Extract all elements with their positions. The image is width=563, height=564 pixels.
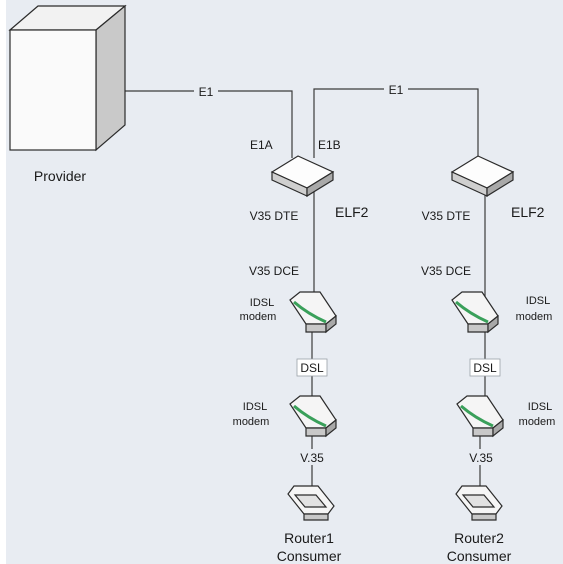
elf2-device-icon-left <box>270 155 335 198</box>
elf2-label-left: ELF2 <box>335 204 369 220</box>
provider-label: Provider <box>34 168 86 184</box>
consumer-label-right: Consumer <box>447 548 512 564</box>
dsl-label-left: DSL <box>296 358 328 377</box>
e1-left-label: E1 <box>194 83 218 99</box>
svg-text:V.35: V.35 <box>300 451 324 465</box>
v35-dte-label-left: V35 DTE <box>241 207 307 223</box>
idsl-label-left-top: IDSL <box>250 297 274 309</box>
idsl-modem-icon-left-top <box>289 291 337 334</box>
svg-text:V35 DTE: V35 DTE <box>422 209 471 223</box>
svg-text:V.35: V.35 <box>469 451 493 465</box>
idsl-modem-icon-right-bottom <box>456 395 504 438</box>
v35-label-right: V.35 <box>465 449 497 465</box>
e1b-port-label: E1B <box>318 138 341 152</box>
dsl-label-right: DSL <box>469 358 501 377</box>
svg-text:V35 DTE: V35 DTE <box>250 209 299 223</box>
idsl-label-left-bottom: IDSL <box>243 401 267 413</box>
e1-right-line <box>313 88 479 165</box>
e1-right-label: E1 <box>384 81 408 97</box>
svg-text:V35 DCE: V35 DCE <box>421 264 471 278</box>
svg-text:DSL: DSL <box>473 361 497 375</box>
e1-left-line <box>124 90 293 158</box>
elf2-label-right: ELF2 <box>511 204 545 220</box>
idsl-modem-icon-left-bottom <box>289 395 337 438</box>
idsl-modem-icon-right-top <box>451 291 499 334</box>
modem-label-right-bottom: modem <box>519 416 556 428</box>
router2-label: Router2 <box>454 530 504 546</box>
svg-text:E1: E1 <box>199 85 214 99</box>
svg-text:V35 DCE: V35 DCE <box>249 264 299 278</box>
v35-dce-label-right: V35 DCE <box>413 262 479 278</box>
elf2-device-icon-right <box>450 155 515 198</box>
svg-text:DSL: DSL <box>300 361 324 375</box>
router1-label: Router1 <box>284 530 334 546</box>
modem-label-left-bottom: modem <box>233 416 270 428</box>
e1a-port-label: E1A <box>250 138 273 152</box>
v35-dce-label-left: V35 DCE <box>241 262 307 278</box>
consumer-label-left: Consumer <box>277 548 342 564</box>
v35-label-left: V.35 <box>296 449 328 465</box>
modem-label-left-top: modem <box>240 311 277 323</box>
left-margin <box>0 0 6 564</box>
router-icon-left <box>287 485 335 521</box>
svg-text:E1: E1 <box>389 83 404 97</box>
server-icon <box>8 4 127 152</box>
idsl-label-right-bottom: IDSL <box>528 401 552 413</box>
connection-lines <box>124 88 486 488</box>
v35-dte-label-right: V35 DTE <box>413 207 479 223</box>
router-icon-right <box>455 485 503 521</box>
modem-label-right-top: modem <box>516 311 553 323</box>
idsl-label-right-top: IDSL <box>526 295 550 307</box>
